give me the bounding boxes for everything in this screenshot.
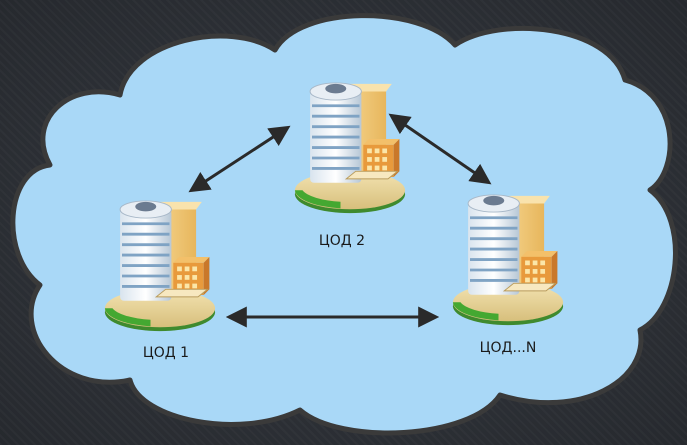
- node-label-dc1: ЦОД 1: [143, 345, 189, 361]
- node-label-dcn: ЦОД...N: [480, 340, 537, 356]
- arrow-dc2-dcn: [388, 113, 492, 185]
- arrow-dc1-dc2: [188, 125, 291, 193]
- node-label-dc2: ЦОД 2: [319, 233, 365, 249]
- cloud-shape: [10, 13, 678, 436]
